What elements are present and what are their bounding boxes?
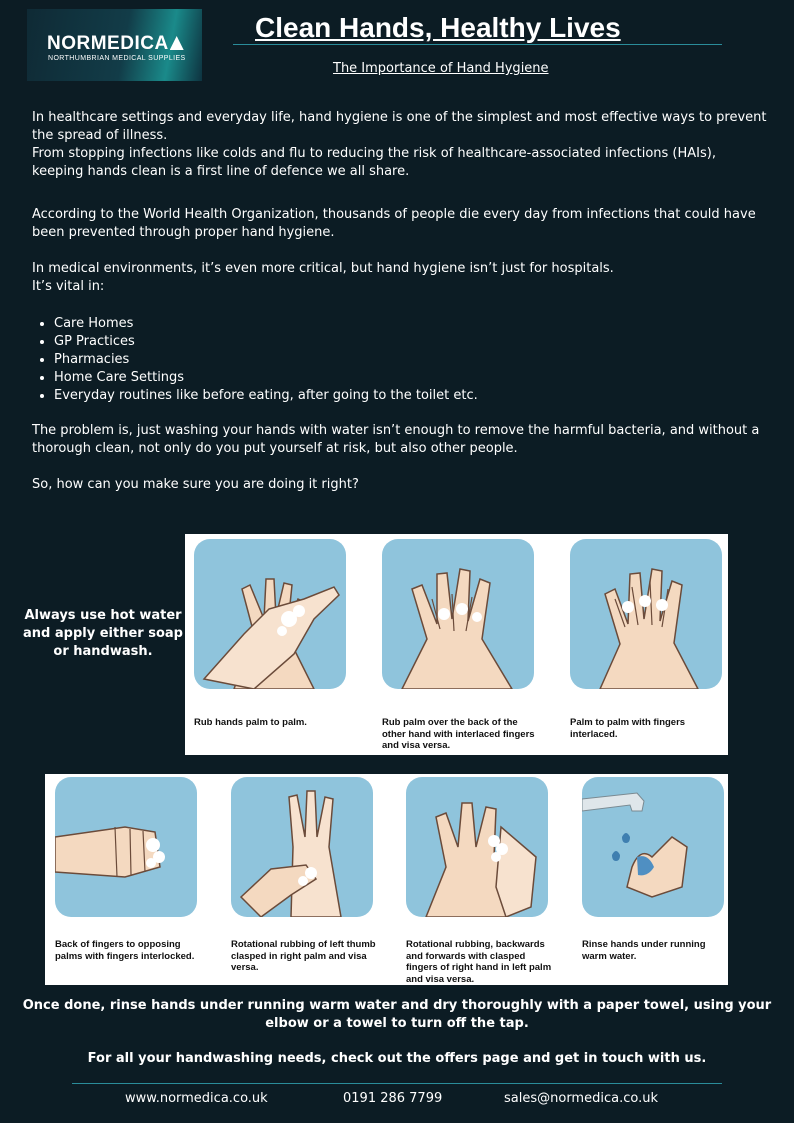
fingers-interlocked-icon	[55, 777, 197, 917]
title-divider	[233, 44, 722, 45]
fingertip-rubbing-icon	[406, 777, 548, 917]
intro-paragraph-2: According to the World Health Organizati…	[32, 206, 767, 242]
logo-brand: NORMEDICA	[47, 33, 169, 54]
intro-text: It’s vital in:	[32, 279, 105, 294]
footer-phone[interactable]: 0191 286 7799	[343, 1091, 443, 1106]
handwash-steps-panel-2: Back of fingers to opposing palms with f…	[45, 774, 728, 985]
page-title: Clean Hands, Healthy Lives	[255, 12, 621, 43]
intro-text: From stopping infections like colds and …	[32, 146, 716, 179]
list-item: Home Care Settings	[54, 369, 478, 387]
intro-text: According to the World Health Organizati…	[32, 207, 756, 240]
footer-divider	[72, 1083, 722, 1084]
footer-email-link[interactable]: sales@normedica.co.uk	[504, 1091, 658, 1106]
step-caption: Back of fingers to opposing palms with f…	[55, 939, 195, 962]
rinse-instruction: Once done, rinse hands under running war…	[22, 998, 772, 1031]
step-caption: Rotational rubbing of left thumb clasped…	[231, 939, 376, 973]
intro-text: The problem is, just washing your hands …	[32, 423, 760, 456]
logo-tagline: NORTHUMBRIAN MEDICAL SUPPLIES	[48, 55, 186, 62]
fingers-interlaced-icon	[570, 539, 722, 689]
list-item: GP Practices	[54, 333, 478, 351]
step-caption: Rub palm over the back of the other hand…	[382, 717, 535, 751]
step-caption: Rub hands palm to palm.	[194, 717, 307, 728]
side-note: Always use hot water and apply either so…	[23, 608, 183, 659]
intro-paragraph-1: In healthcare settings and everyday life…	[32, 109, 767, 181]
intro-text: In medical environments, it’s even more …	[32, 261, 614, 276]
intro-paragraph-4: The problem is, just washing your hands …	[32, 422, 767, 458]
hands-palm-to-palm-icon	[194, 539, 346, 689]
call-to-action: For all your handwashing needs, check ou…	[87, 1051, 707, 1066]
list-item: Care Homes	[54, 315, 478, 333]
intro-text: So, how can you make sure you are doing …	[32, 477, 359, 492]
step-caption: Rotational rubbing, backwards and forwar…	[406, 939, 552, 985]
step-caption: Palm to palm with fingers interlaced.	[570, 717, 686, 740]
thumb-rubbing-icon	[231, 777, 373, 917]
settings-list: Care Homes GP Practices Pharmacies Home …	[32, 315, 478, 405]
page-subtitle: The Importance of Hand Hygiene	[333, 61, 549, 76]
company-logo: NORMEDICA NORTHUMBRIAN MEDICAL SUPPLIES	[27, 9, 202, 81]
logo-cross-icon	[169, 36, 184, 50]
list-item: Pharmacies	[54, 351, 478, 369]
rinse-under-tap-icon	[582, 777, 724, 917]
list-item: Everyday routines like before eating, af…	[54, 387, 478, 405]
palm-over-back-icon	[382, 539, 534, 689]
handwash-steps-panel-1: Rub hands palm to palm. Rub palm over th…	[185, 534, 728, 755]
step-caption: Rinse hands under running warm water.	[582, 939, 706, 962]
footer-website-link[interactable]: www.normedica.co.uk	[125, 1091, 268, 1106]
intro-paragraph-5: So, how can you make sure you are doing …	[32, 476, 767, 494]
intro-text: In healthcare settings and everyday life…	[32, 110, 767, 143]
intro-paragraph-3: In medical environments, it’s even more …	[32, 260, 767, 296]
